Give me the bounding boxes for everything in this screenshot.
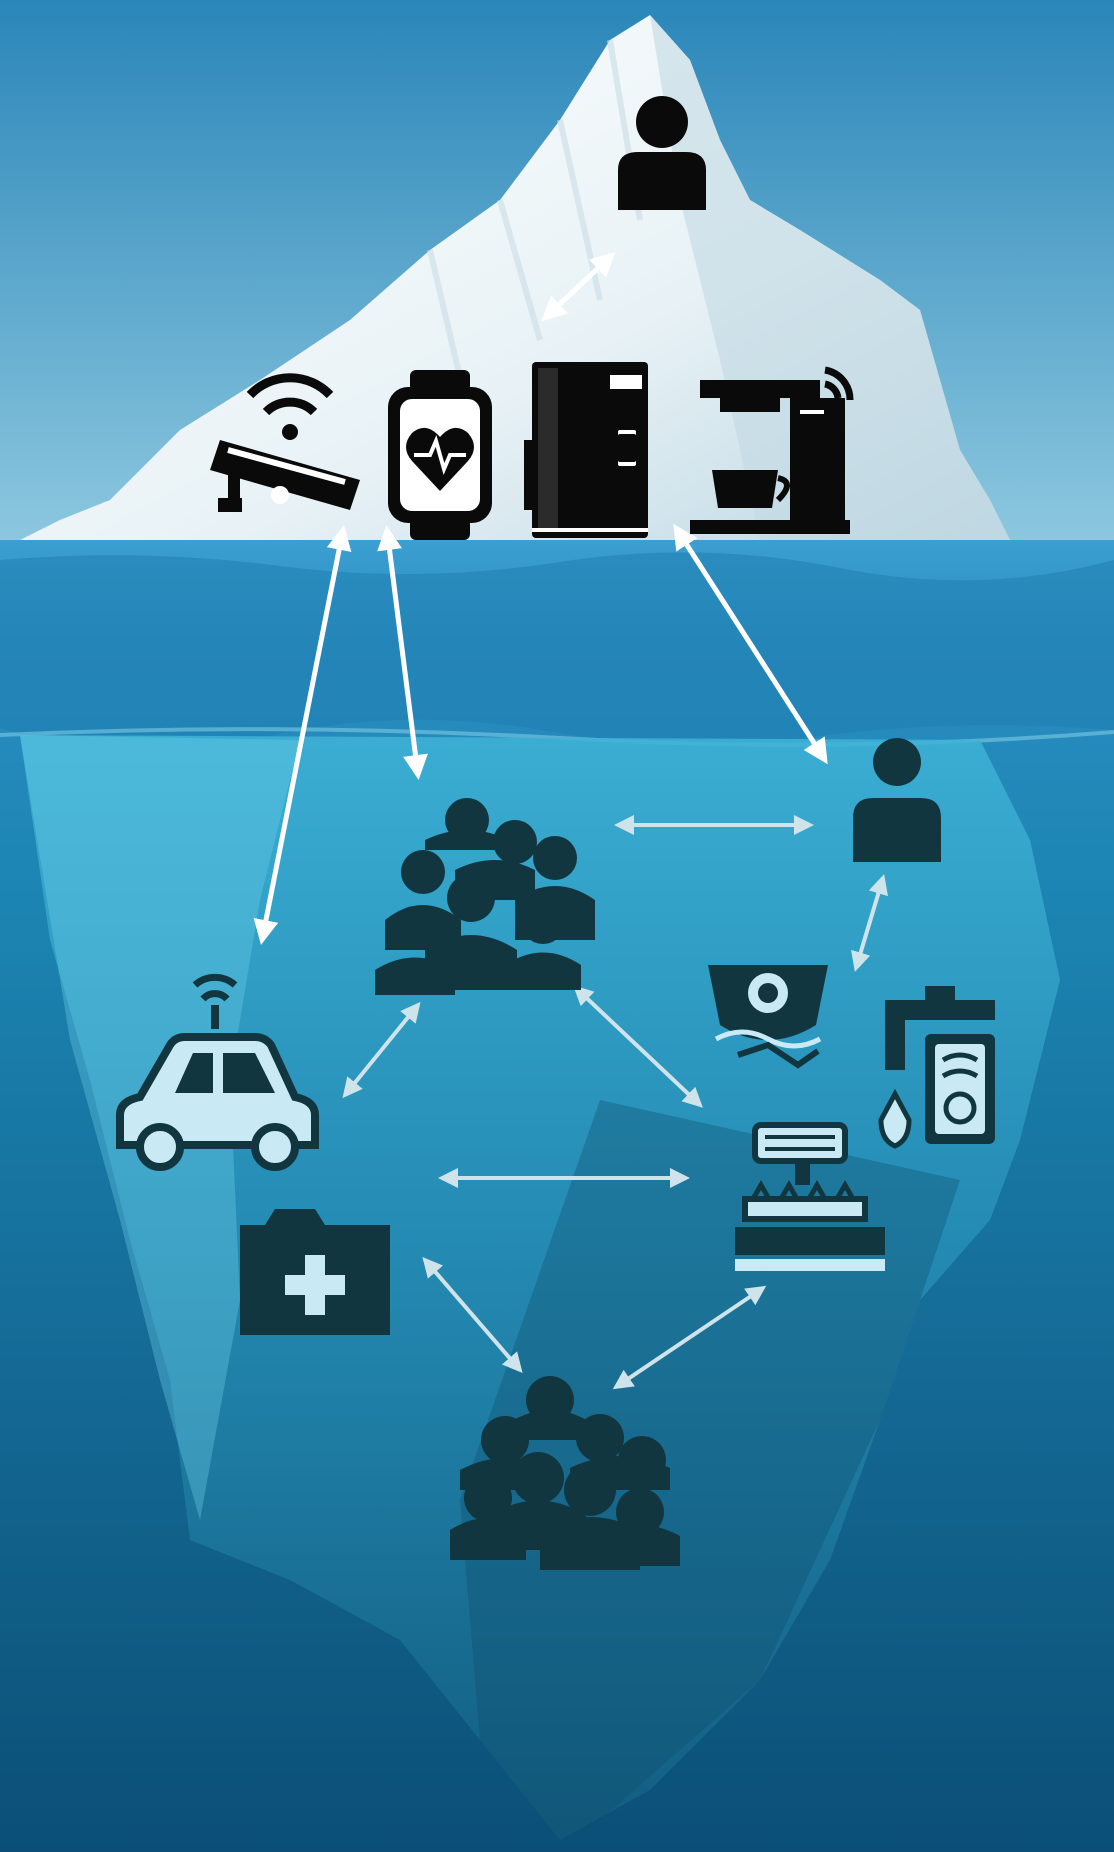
water-utility-icon (878, 986, 995, 1149)
arrow-factory-crowd_bottom (612, 1285, 767, 1390)
person-icon (618, 96, 706, 210)
connection-arrows (253, 251, 888, 1390)
arrow-user-fridge (541, 251, 616, 322)
group-icon (375, 798, 595, 995)
arrow-person-energy (851, 874, 888, 972)
smart-refrigerator-icon (524, 362, 648, 538)
factory-icon (735, 1122, 885, 1271)
arrow-camera-car (253, 525, 352, 945)
arrow-health-crowd_bottom (422, 1256, 523, 1374)
arrow-crowd-car (342, 1001, 421, 1099)
medical-kit-icon (240, 1209, 390, 1335)
iceberg-tip-ridges (427, 39, 643, 421)
wifi-coffee-machine-icon (690, 366, 854, 534)
arrow-watch-crowd (377, 525, 428, 780)
connected-car-icon (116, 973, 319, 1171)
group-icon (450, 1376, 680, 1570)
energy-plant-icon (708, 965, 828, 1069)
underwater-iceberg-shade (460, 1100, 960, 1840)
wave-band (0, 552, 1114, 752)
person-icon (853, 738, 941, 862)
arrow-crowd-factory (573, 985, 703, 1108)
arrow-fridge-person (673, 523, 828, 765)
wifi-security-camera-icon (210, 373, 360, 512)
heart-rate-smartwatch-icon (388, 370, 492, 540)
